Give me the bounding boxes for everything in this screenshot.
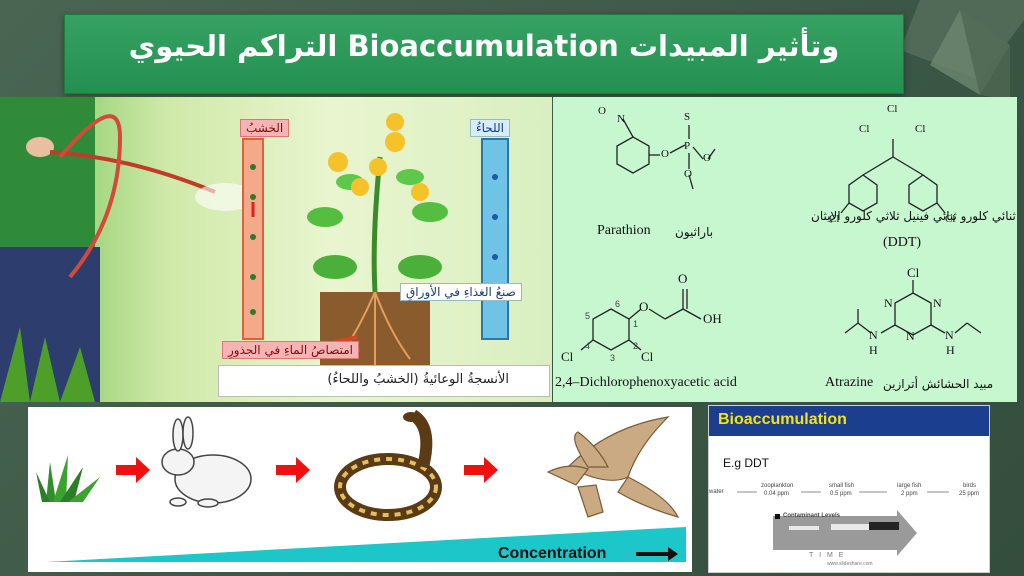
pesticide-structures-panel: O S P O O O N Parathion باراثيون Cl Cl C…: [553, 97, 1017, 402]
plant-vascular-panel: الخشبُ اللحاءُ صنعُ الغذاءِ في الأوراقِ …: [0, 97, 552, 402]
atom-cl: Cl: [915, 123, 926, 135]
atom-cl: Cl: [945, 213, 956, 225]
bio-header-bar: Bioaccumulation: [709, 406, 989, 436]
stage-value: 25 ppm: [959, 491, 980, 497]
atrazine-name-ar: مبيد الحشائش أترازين: [883, 377, 994, 391]
ring-number: 4: [585, 341, 591, 351]
atom-h: H: [869, 343, 878, 357]
atom-n: N: [933, 296, 942, 310]
source-site: www.slideshare.com: [827, 561, 873, 567]
atom-cl: Cl: [829, 213, 840, 225]
atom-cl: Cl: [887, 103, 898, 115]
time-arrow: [773, 516, 897, 550]
rabbit-icon: [161, 416, 252, 508]
ddt-name-ar: ثنائي كلورو ثنائي فينيل ثلاثي كلورو الإي…: [811, 209, 1016, 223]
atom-o: O: [639, 299, 649, 314]
concentration-wedge: [46, 527, 686, 562]
atom-n: N: [906, 329, 915, 343]
flower: [328, 152, 348, 172]
atom-o-minus: O: [598, 105, 606, 117]
ddt-structure: [840, 139, 946, 214]
concentration-label: Concentration: [498, 545, 607, 562]
arrow-right-icon: [636, 547, 678, 561]
bio-header-title: Bioaccumulation: [718, 411, 847, 428]
xylem-label: الخشبُ: [240, 119, 290, 137]
time-label: T I M E: [809, 552, 846, 559]
food-production-label: صنعُ الغذاءِ في الأوراقِ: [400, 283, 522, 301]
grass-icon: [36, 455, 100, 502]
legend-label: Contaminant Levels: [783, 513, 841, 519]
atom-o: O: [661, 148, 669, 160]
plant-caption-box: الأنسجةُ الوعائيةُ (الخشبُ واللحاءُ): [218, 365, 550, 397]
24d-name-en: 2,4–Dichlorophenoxyacetic acid: [555, 375, 737, 390]
snake-icon: [334, 409, 442, 521]
atom-n: N: [617, 113, 625, 125]
food-chain-illustration: [36, 409, 686, 562]
phloem-label: اللحاءُ: [470, 119, 511, 137]
bioaccumulation-panel: Bioaccumulation E.g DDT water zooplankto…: [708, 405, 990, 573]
24d-structure: [580, 289, 702, 351]
title-bar: التراكم الحيوي Bioaccumulation وتأثير ال…: [64, 14, 904, 94]
eagle-icon: [546, 416, 680, 518]
arrow-right-icon: [116, 457, 150, 483]
atom-o: O: [678, 271, 688, 286]
stage-label: birds: [963, 483, 977, 489]
atrazine-name-en: Atrazine: [825, 375, 874, 390]
bio-diagram: [737, 491, 949, 556]
atom-cl: Cl: [907, 265, 920, 280]
atom-cl: Cl: [859, 123, 870, 135]
atom-o: O: [703, 152, 711, 164]
arrow-right-icon: [276, 457, 310, 483]
stage-value: 0.5 ppm: [830, 491, 852, 497]
ring-number: 6: [615, 299, 621, 309]
bio-example-label: E.g DDT: [723, 456, 770, 470]
ring-number: 2: [633, 341, 639, 351]
stage-label: small fish: [829, 483, 855, 489]
stage-label: large fish: [897, 483, 922, 489]
ring-number: 3: [610, 353, 616, 363]
atom-o: O: [684, 168, 692, 180]
atom-s: S: [684, 111, 691, 123]
parathion-structure: [616, 118, 716, 190]
plant-caption: الأنسجةُ الوعائيةُ (الخشبُ واللحاءُ): [327, 372, 509, 387]
atom-cl: Cl: [641, 349, 654, 364]
atrazine-structure: [844, 280, 982, 336]
stage-value: 0.04 ppm: [764, 491, 790, 497]
atom-cl: Cl: [561, 349, 574, 364]
arrow-right-icon: [464, 457, 498, 483]
parathion-name-en: Parathion: [597, 223, 651, 238]
decorative-cube-shape: [900, 0, 1024, 100]
stage-value: 2 ppm: [901, 491, 918, 497]
structure-drawings: [580, 118, 982, 351]
food-chain-panel: Concentration: [28, 407, 692, 572]
phloem-tube: [481, 138, 509, 340]
atom-n: N: [869, 328, 878, 342]
stage-label: water: [709, 489, 724, 495]
slide-title: التراكم الحيوي Bioaccumulation وتأثير ال…: [128, 29, 840, 63]
atom-n: N: [945, 328, 954, 342]
atom-p: P: [684, 140, 691, 152]
atom-h: H: [946, 343, 955, 357]
legend-swatch: [775, 514, 780, 519]
water-absorption-label: امتصاصُ الماءِ في الجذورِ: [222, 341, 359, 359]
ring-number: 5: [585, 311, 591, 321]
parathion-name-ar: باراثيون: [675, 225, 714, 239]
atom-n: N: [884, 296, 893, 310]
ring-number: 1: [633, 319, 639, 329]
ddt-name-en: (DDT): [883, 235, 922, 250]
atom-oh: OH: [703, 311, 722, 326]
stage-label: zooplankton: [761, 483, 794, 489]
